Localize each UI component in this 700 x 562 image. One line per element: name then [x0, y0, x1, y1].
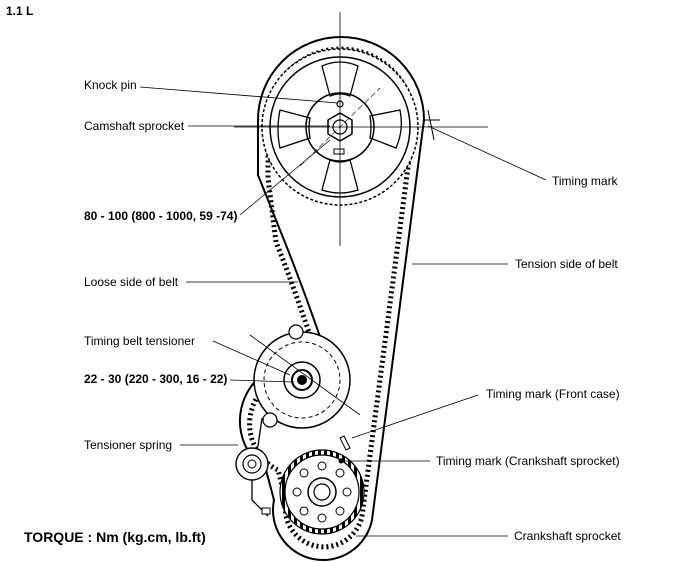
crankshaft-sprocket: [279, 449, 365, 535]
label-timing-mark-crankshaft: Timing mark (Crankshaft sprocket): [436, 454, 620, 468]
timing-belt-tensioner: [249, 324, 361, 429]
label-timing-belt-tensioner: Timing belt tensioner: [84, 334, 195, 348]
label-camshaft-bolt-torque: 80 - 100 (800 - 1000, 59 -74): [84, 209, 238, 223]
engine-variant-title: 1.1 L: [6, 4, 34, 18]
label-camshaft-sprocket: Camshaft sprocket: [84, 119, 185, 133]
label-knock-pin: Knock pin: [84, 78, 137, 92]
tensioner-spring: [235, 417, 271, 517]
label-tension-side-of-belt: Tension side of belt: [515, 257, 618, 271]
leader-lines: [139, 86, 547, 537]
label-timing-mark-camshaft: Timing mark: [552, 174, 618, 188]
label-loose-side-of-belt: Loose side of belt: [84, 275, 179, 289]
label-tensioner-spring: Tensioner spring: [84, 438, 173, 452]
label-timing-mark-front-case: Timing mark (Front case): [486, 387, 620, 401]
label-crankshaft-sprocket: Crankshaft sprocket: [514, 529, 621, 543]
label-tensioner-bolt-torque: 22 - 30 (220 - 300, 16 - 22): [84, 372, 228, 386]
front-case-timing-mark: [339, 435, 351, 451]
torque-units-note: TORQUE : Nm (kg.cm, lb.ft): [24, 529, 206, 545]
